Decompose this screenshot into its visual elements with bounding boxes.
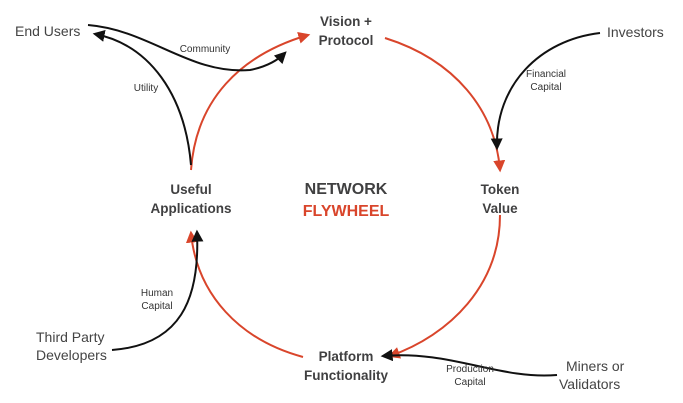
actor-miners-line1: Miners or [566,358,625,374]
edge-label-utility: Utility [134,83,158,94]
arrow-financial-capital [490,32,601,151]
actor-end-users: End Users [15,23,80,39]
arrow-production-capital [380,349,558,377]
node-platform-line1: Platform [319,349,374,364]
cycle-arrow-token-to-platform [387,214,501,359]
actor-developers-line1: Third Party [36,329,104,345]
cycle-arrow-apps-to-vision [190,31,311,171]
edge-label-production-line1: Production [446,364,494,375]
edge-label-human-line1: Human [141,288,173,299]
center-title-flywheel: FLYWHEEL [303,203,390,220]
edge-label-human-line2: Capital [141,301,172,312]
arrow-utility [92,30,192,166]
node-token-line1: Token [481,182,520,197]
edge-label-financial-line1: Financial [526,69,566,80]
actor-miners-line2: Validators [559,376,620,392]
arrow-human-capital [111,229,204,351]
node-platform-line2: Functionality [304,368,388,383]
node-vision-line2: Protocol [319,33,374,48]
node-vision-line1: Vision + [320,14,372,29]
node-token-line2: Value [482,201,518,216]
cycle-arrow-platform-to-apps [185,230,304,358]
node-apps-line1: Useful [170,182,211,197]
actor-investors: Investors [607,24,664,40]
actor-developers-line2: Developers [36,347,107,363]
edge-label-financial-line2: Capital [530,82,561,93]
cycle-arrow-vision-to-token [384,37,506,173]
node-apps-line2: Applications [150,201,231,216]
center-title-network: NETWORK [305,181,388,198]
arrow-community [87,24,287,72]
edge-label-community: Community [180,44,231,55]
edge-label-production-line2: Capital [454,377,485,388]
